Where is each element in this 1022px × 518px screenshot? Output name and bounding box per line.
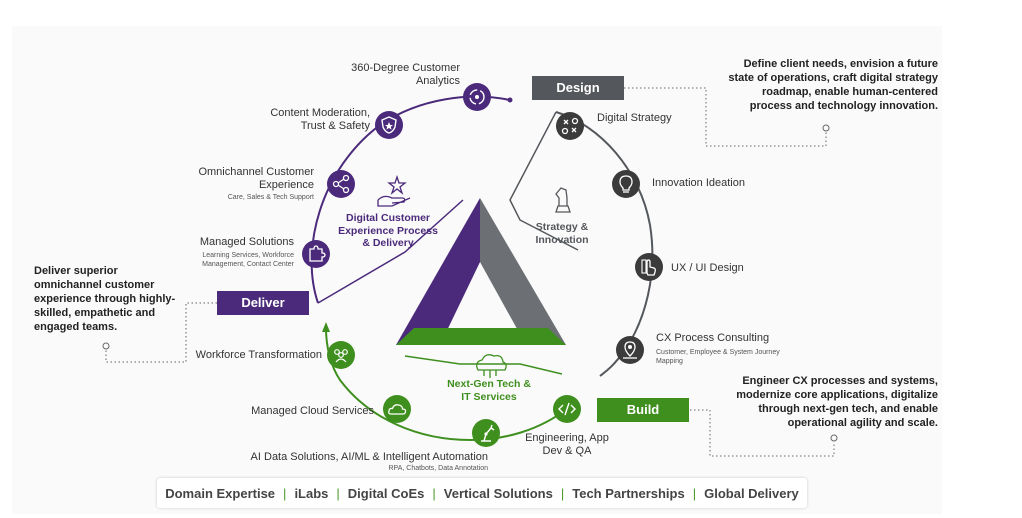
design-badge: Design: [532, 76, 624, 100]
deliver-node-moderation-label: Content Moderation, Trust & Safety: [270, 107, 370, 132]
deliver-badge: Deliver: [217, 291, 309, 315]
build-node-ai-sub: RPA, Chatbots, Data Annotation: [388, 465, 489, 472]
code-icon: [558, 402, 576, 416]
triangle-bottom: [396, 328, 566, 345]
chess-knight-icon: [555, 187, 571, 213]
footer-item: Vertical Solutions: [443, 485, 553, 501]
design-node-strategy: [556, 112, 584, 140]
deliver-node-managed: [302, 240, 330, 268]
footer-item: Tech Partnerships: [572, 485, 685, 501]
build-node-ai: [472, 419, 500, 447]
footer-item: Global Delivery: [704, 485, 799, 501]
cloud-network-icon: [476, 354, 507, 378]
build-description: Engineer CX processes and systems, moder…: [736, 375, 938, 429]
strategy-icon: [561, 117, 579, 135]
design-leader: [624, 87, 827, 147]
build-node-workforce-label: Workforce Transformation: [195, 349, 322, 361]
design-node-ideation: [612, 170, 640, 198]
footer-item: iLabs: [294, 485, 329, 501]
deliver-node-omnichannel: [327, 170, 355, 198]
hand-touch-icon: [641, 259, 656, 276]
deliver-connector: [317, 199, 464, 304]
people-icon: [334, 349, 348, 363]
shield-icon: [381, 116, 397, 134]
design-node-cx: [616, 336, 644, 364]
build-connector: [404, 355, 563, 375]
capabilities-footer: Domain Expertise| iLabs| Digital CoEs| V…: [157, 478, 807, 508]
design-connector: [509, 111, 579, 251]
deliver-leader: [105, 302, 217, 363]
map-pin-icon: [623, 341, 637, 359]
build-node-ai-label: AI Data Solutions, AI/ML & Intelligent A…: [250, 451, 488, 463]
robot-arm-icon: [481, 424, 495, 442]
deliver-node-analytics-label: 360-Degree Customer Analytics: [351, 62, 460, 87]
design-description: Define client needs, envision a future s…: [728, 58, 938, 112]
lightbulb-icon: [619, 175, 633, 193]
star-hand-icon: [377, 174, 411, 207]
triangle-left: [396, 198, 480, 345]
build-node-cloud: [383, 395, 411, 423]
design-node-ux: [635, 253, 663, 281]
deliver-node-analytics: [463, 83, 491, 111]
design-node-cx-label: CX Process Consulting: [656, 332, 770, 344]
deliver-node-omnichannel-sub: Care, Sales & Tech Support: [227, 194, 314, 201]
deliver-node-managed-sub: Learning Services, Workforce Management,…: [202, 252, 294, 268]
deliver-description: Deliver superior omnichannel customer ex…: [34, 265, 176, 333]
footer-item: Domain Expertise: [165, 485, 276, 501]
triangle-right: [480, 198, 566, 345]
deliver-node-moderation: [375, 111, 403, 139]
deliver-node-omnichannel-label: Omnichannel Customer Experience: [198, 166, 314, 191]
build-node-engineering: [553, 395, 581, 423]
center-cx-label: Digital Customer Experience Process & De…: [338, 212, 438, 249]
build-badge: Build: [597, 398, 689, 422]
build-node-engineering-label: Engineering, App Dev & QA: [525, 432, 609, 457]
deliver-node-managed-label: Managed Solutions: [199, 236, 294, 248]
cloud-icon: [388, 404, 407, 415]
build-node-cloud-label: Managed Cloud Services: [251, 405, 374, 417]
cycle-icon: [469, 89, 485, 105]
build-leader: [690, 409, 835, 457]
build-node-workforce: [327, 341, 355, 369]
share-icon: [332, 174, 350, 194]
design-node-ux-label: UX / UI Design: [671, 262, 744, 274]
puzzle-icon: [309, 245, 326, 262]
design-node-cx-sub: Customer, Employee & System Journey Mapp…: [656, 349, 780, 365]
design-node-strategy-label: Digital Strategy: [597, 112, 672, 124]
design-node-ideation-label: Innovation Ideation: [652, 177, 745, 189]
center-tech-label: Next-Gen Tech & IT Services: [447, 378, 531, 403]
footer-item: Digital CoEs: [347, 485, 425, 501]
center-strategy-label: Strategy & Innovation: [535, 221, 589, 246]
